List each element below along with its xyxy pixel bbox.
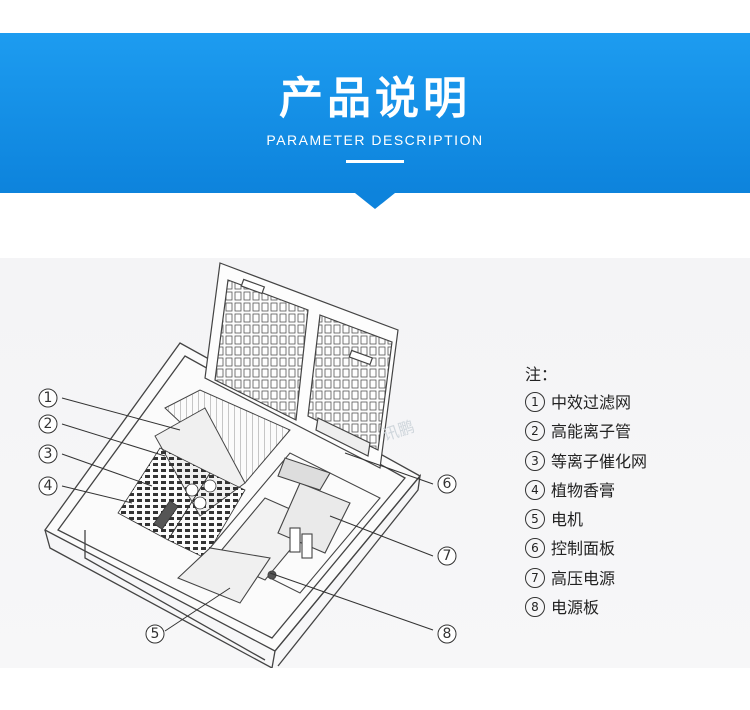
svg-text:3: 3 <box>44 446 53 462</box>
marker-1: 1 <box>38 388 58 408</box>
marker-6: 6 <box>437 474 457 494</box>
legend-label: 电机 <box>551 510 584 530</box>
legend-item: 5 电机 <box>525 505 735 534</box>
page-subtitle: PARAMETER DESCRIPTION <box>266 132 484 148</box>
legend-number: 3 <box>525 450 545 471</box>
marker-7: 7 <box>437 546 457 566</box>
legend-item: 6 控制面板 <box>525 534 735 563</box>
legend-item: 4 植物香膏 <box>525 476 735 505</box>
legend-number: 8 <box>525 597 545 618</box>
legend-label: 高压电源 <box>551 568 616 588</box>
svg-text:1: 1 <box>44 390 53 406</box>
legend-heading: 注： <box>525 365 558 384</box>
open-lid <box>204 262 399 469</box>
right-compartment <box>176 452 381 604</box>
legend-number: 5 <box>525 509 545 530</box>
svg-text:8: 8 <box>443 626 452 642</box>
legend-number: 7 <box>525 567 545 588</box>
page-title: 产品说明 <box>279 73 471 124</box>
product-diagram: 1 2 3 4 5 6 7 8 讯鹏 <box>38 262 457 668</box>
catalyst-mesh <box>117 447 246 559</box>
legend-item: 8 电源板 <box>525 593 735 622</box>
svg-text:4: 4 <box>44 478 53 494</box>
svg-text:5: 5 <box>151 626 160 642</box>
leader-lines <box>61 397 434 632</box>
legend-label: 高能离子管 <box>551 422 632 442</box>
legend-number: 4 <box>525 479 545 500</box>
svg-text:7: 7 <box>443 548 452 564</box>
legend-label: 控制面板 <box>551 539 616 559</box>
legend-item: 3 等离子催化网 <box>525 447 735 476</box>
legend-item: 2 高能离子管 <box>525 417 735 446</box>
marker-3: 3 <box>38 444 58 464</box>
banner-notch <box>355 193 395 209</box>
svg-text:2: 2 <box>44 416 53 432</box>
legend-number: 6 <box>525 538 545 559</box>
legend-item: 7 高压电源 <box>525 564 735 593</box>
legend-number: 1 <box>525 392 545 412</box>
legend-number: 2 <box>525 421 545 442</box>
legend-label: 植物香膏 <box>551 480 616 500</box>
legend: 注： 1 中效过滤网 2 高能离子管 3 等离子催化网 4 植物香膏 5 电机 6 控制面板… <box>525 362 735 622</box>
legend-label: 等离子催化网 <box>551 451 648 471</box>
legend-item: 1 中效过滤网 <box>525 388 735 417</box>
legend-label: 电源板 <box>551 598 600 618</box>
marker-2: 2 <box>38 414 58 434</box>
legend-label: 中效过滤网 <box>551 393 632 412</box>
marker-4: 4 <box>38 476 58 496</box>
svg-text:6: 6 <box>443 476 452 492</box>
marker-5: 5 <box>145 624 165 644</box>
title-underline <box>346 160 404 163</box>
marker-8: 8 <box>437 624 457 644</box>
header-banner <box>0 33 750 193</box>
